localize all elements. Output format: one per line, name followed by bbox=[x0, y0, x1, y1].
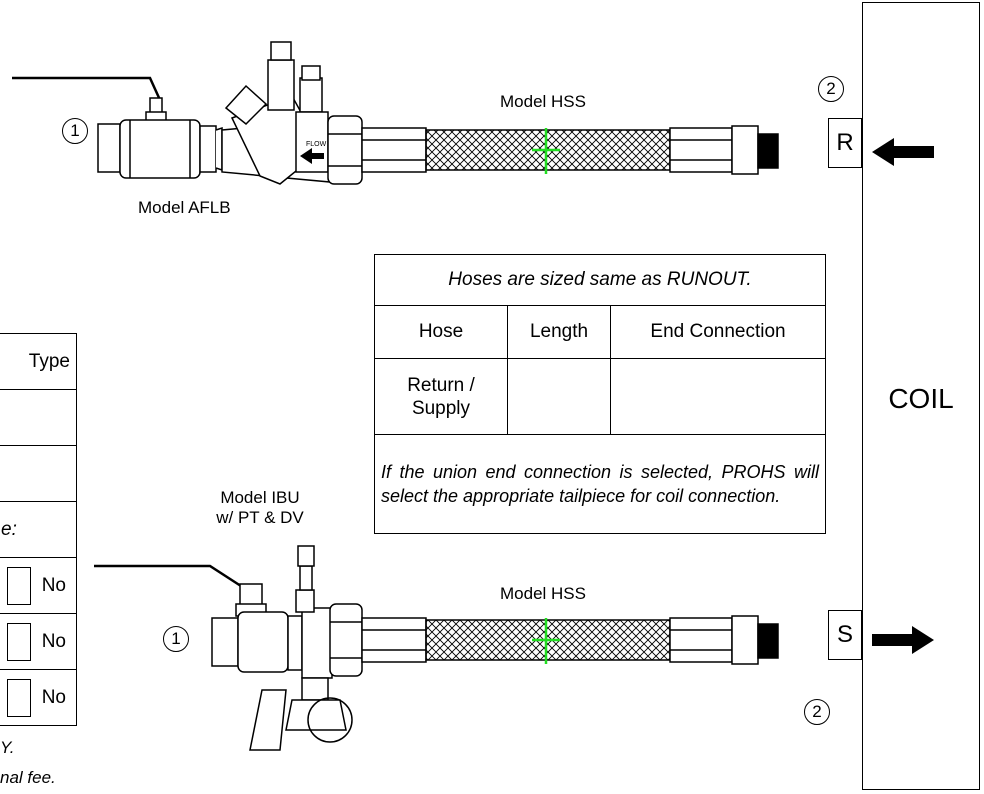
model-ibu-line1: Model IBU bbox=[220, 488, 300, 507]
row-hose-line2: Supply bbox=[411, 397, 471, 419]
header-length: Length bbox=[507, 305, 611, 359]
top-union-nut bbox=[327, 115, 363, 185]
callout-1-top: 1 bbox=[62, 118, 88, 144]
option-label-2: No bbox=[41, 630, 66, 652]
left-option-row-1[interactable]: No bbox=[0, 557, 77, 614]
bottom-centerline bbox=[532, 618, 560, 664]
top-hose bbox=[361, 125, 779, 175]
top-centerline bbox=[532, 128, 560, 174]
option-label-3: No bbox=[41, 686, 66, 708]
hose-spec-table: Hoses are sized same as RUNOUT. Hose Len… bbox=[374, 254, 826, 534]
aflb-strainer-valve bbox=[221, 41, 331, 185]
footnote-line-1: Y. bbox=[0, 738, 15, 757]
option-label-1: No bbox=[41, 574, 66, 596]
flow-arrow-icon: FLOW bbox=[300, 141, 327, 164]
svg-text:FLOW: FLOW bbox=[306, 141, 327, 148]
left-options-table: Type e: No No No bbox=[0, 333, 77, 726]
left-option-row-3[interactable]: No bbox=[0, 669, 77, 726]
header-hose: Hose bbox=[374, 305, 508, 359]
bottom-union-nut bbox=[329, 603, 363, 677]
row-hose-name: Return / Supply bbox=[374, 358, 508, 435]
model-aflb-label: Model AFLB bbox=[138, 198, 231, 217]
model-hss-top-label: Model HSS bbox=[500, 92, 586, 111]
footnote-line-2: nal fee. bbox=[0, 768, 56, 787]
left-header-type: Type bbox=[0, 333, 77, 390]
row-end-connection-cell[interactable] bbox=[610, 358, 826, 435]
callout-1-bottom: 1 bbox=[163, 626, 189, 652]
checkbox-1[interactable] bbox=[7, 566, 32, 605]
left-option-row-2[interactable]: No bbox=[0, 613, 77, 670]
row-hose-line1: Return / bbox=[407, 374, 475, 396]
hose-table-caption: Hoses are sized same as RUNOUT. bbox=[374, 254, 826, 306]
checkbox-3[interactable] bbox=[7, 678, 32, 717]
model-ibu-label: Model IBU w/ PT & DV bbox=[212, 488, 308, 528]
ibu-valve-body bbox=[249, 545, 353, 751]
left-empty-row-2 bbox=[0, 445, 77, 502]
callout-2-bottom: 2 bbox=[804, 699, 830, 725]
bottom-hose bbox=[361, 615, 779, 665]
coil-label: COIL bbox=[888, 383, 954, 414]
left-empty-row-1 bbox=[0, 389, 77, 446]
callout-2-top: 2 bbox=[818, 76, 844, 102]
supply-arrow-icon bbox=[872, 626, 934, 654]
coil-box: COIL bbox=[862, 2, 980, 790]
header-end-connection: End Connection bbox=[610, 305, 826, 359]
row-length-cell[interactable] bbox=[507, 358, 611, 435]
return-arrow-icon bbox=[872, 138, 934, 166]
return-port-box: R bbox=[828, 118, 862, 168]
model-ibu-line2: w/ PT & DV bbox=[216, 508, 304, 527]
left-partial-label: e: bbox=[0, 501, 77, 558]
supply-port-box: S bbox=[828, 610, 862, 660]
checkbox-2[interactable] bbox=[7, 622, 32, 661]
model-hss-bottom-label: Model HSS bbox=[500, 584, 586, 603]
bottom-ball-valve bbox=[94, 564, 303, 673]
top-ball-valve bbox=[12, 76, 223, 179]
hose-table-note: If the union end connection is selected,… bbox=[374, 434, 826, 534]
